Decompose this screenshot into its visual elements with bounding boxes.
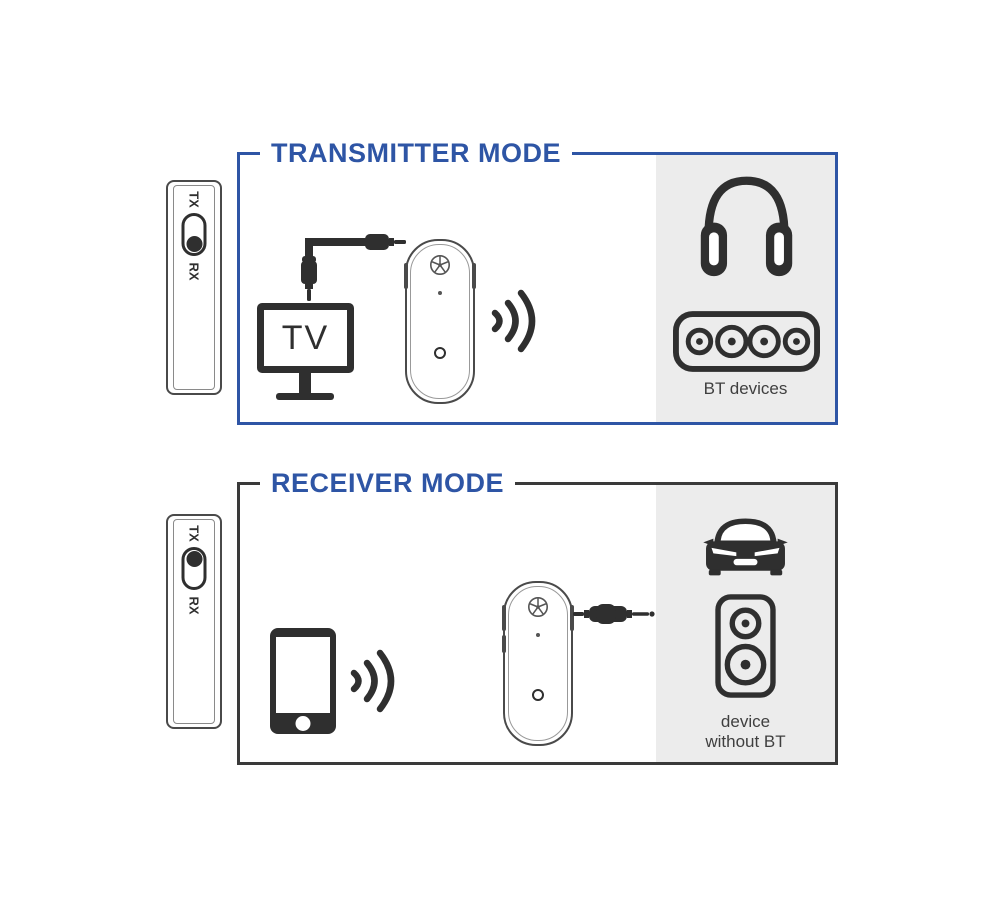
device-outline <box>508 586 568 741</box>
aux-plug-icon <box>573 604 655 624</box>
tv-stand-base <box>276 393 334 400</box>
soundbar-icon <box>673 311 820 372</box>
led-indicator <box>536 633 540 637</box>
transmitter-mode-title: TRANSMITTER MODE <box>260 138 572 168</box>
device-side-button <box>502 635 506 653</box>
caption-line-1: device <box>720 712 771 731</box>
aux-cable-icon <box>301 234 406 301</box>
switch-knob <box>186 551 202 567</box>
switch-knob <box>186 236 202 252</box>
wireless-signal-icon <box>491 289 536 353</box>
speaker-icon <box>715 594 776 698</box>
transmitter-mode-panel: TRANSMITTER MODE TV <box>237 138 838 425</box>
device-outline <box>410 244 470 399</box>
rx-label: RX <box>186 596 202 615</box>
tv-stand-neck <box>299 373 311 394</box>
brand-logo-icon <box>430 255 450 275</box>
device-edge-line <box>173 519 215 724</box>
bt-adapter-device <box>404 239 476 404</box>
mode-switch <box>181 547 207 590</box>
led-indicator <box>438 291 442 295</box>
device-side-button <box>570 605 574 631</box>
device-side-button <box>502 605 506 631</box>
device-side-button <box>472 263 476 289</box>
car-icon <box>703 518 788 576</box>
smartphone-icon <box>270 628 336 734</box>
brand-logo-icon <box>528 597 548 617</box>
device-edge-line <box>173 185 215 390</box>
non-bt-caption: device without BT <box>656 712 835 752</box>
bt-adapter-device <box>502 581 574 746</box>
tv-icon: TV <box>257 303 354 373</box>
rx-label: RX <box>186 262 202 281</box>
tv-label: TV <box>281 318 330 357</box>
multifunction-button <box>532 689 544 701</box>
mode-switch <box>181 213 207 256</box>
side-view-device-receiver: TX RX <box>166 514 222 729</box>
headphones-icon <box>700 176 793 277</box>
phone-screen <box>276 637 330 713</box>
phone-home-button <box>295 716 311 731</box>
receiver-mode-panel: RECEIVER MODE <box>237 468 838 765</box>
device-side-button <box>404 263 408 289</box>
wireless-signal-icon <box>350 649 395 713</box>
side-view-device-transmitter: TX RX <box>166 180 222 395</box>
bt-devices-caption: BT devices <box>703 379 788 398</box>
bt-devices-section <box>656 155 835 422</box>
receiver-mode-title: RECEIVER MODE <box>260 468 516 498</box>
caption-line-2: without BT <box>705 732 786 751</box>
multifunction-button <box>434 347 446 359</box>
